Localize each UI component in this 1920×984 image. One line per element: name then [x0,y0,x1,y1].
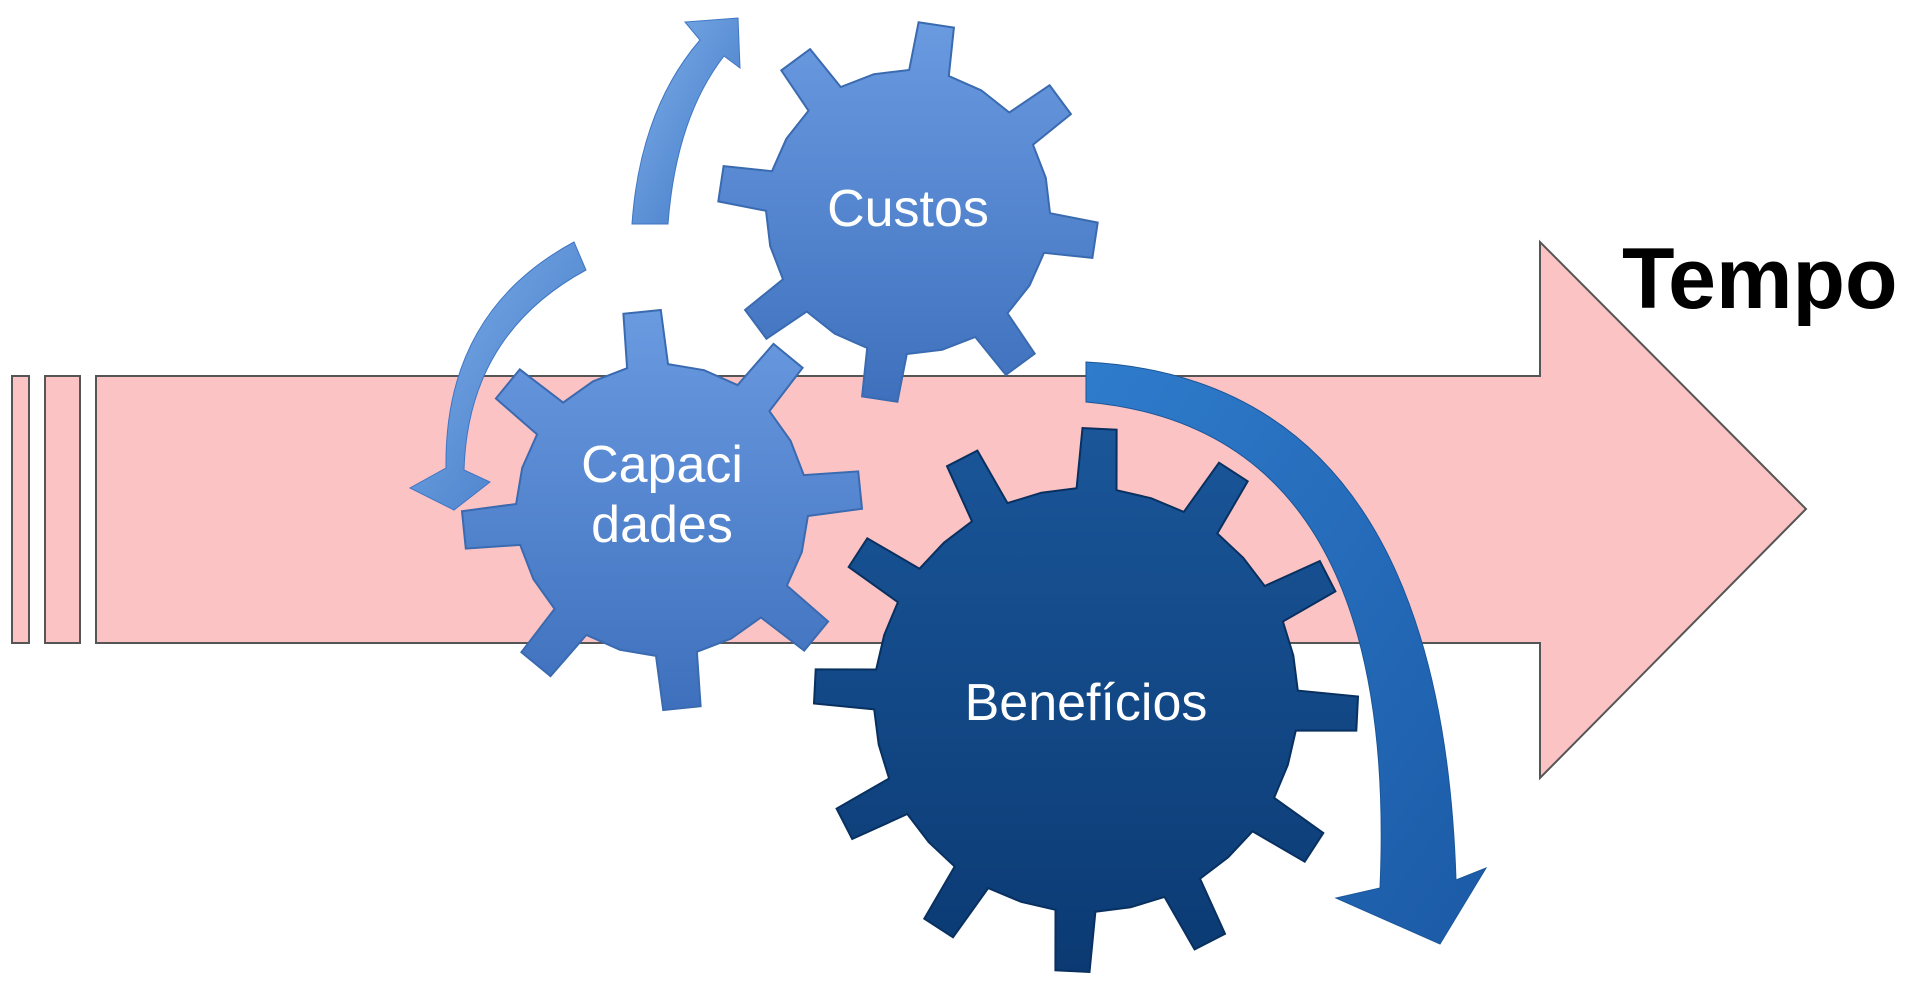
cycle-arrow-up [631,17,741,225]
cycle-arrow-down [408,241,587,511]
gear-capacidades-label-line1: Capaci [581,436,743,494]
gear-capacidades-label-line2: dades [591,496,733,554]
gear-beneficios [812,426,1360,974]
gear-capacidades [460,308,864,712]
gears-layer [460,21,1360,974]
timeline-segment-1 [11,375,30,644]
time-label: Tempo [1622,231,1898,327]
benefit-arrow [1085,361,1488,945]
gear-beneficios-label: Benefícios [965,674,1208,732]
timeline-segment-2 [44,375,81,644]
gear-custos [717,21,1099,403]
gear-custos-label: Custos [827,180,989,238]
